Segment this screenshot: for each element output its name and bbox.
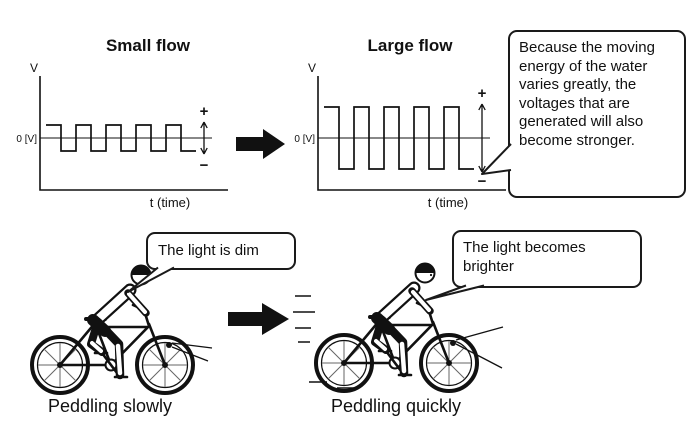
dim-light-beam <box>171 342 213 362</box>
small-minus-sign: − <box>200 157 209 174</box>
large-zero-label: 0 [V] <box>294 134 315 145</box>
speed-transition-arrow <box>228 303 289 335</box>
dim-light-bubble: The light is dim <box>146 232 296 270</box>
small-zero-label: 0 [V] <box>16 134 37 145</box>
small-chart-axes <box>39 76 228 191</box>
small-flow-title: Small flow <box>105 36 191 55</box>
large-v-axis-label: V <box>308 61 316 75</box>
dim-light-bubble-tail <box>127 266 175 293</box>
bright-light-bubble-tail <box>425 284 485 301</box>
voltage-callout-text: Because the moving energy of the water v… <box>519 39 655 149</box>
voltage-callout-tail <box>481 143 512 175</box>
large-flow-chart: V 0 [V] + − t (time) <box>294 61 506 210</box>
large-time-axis-label: t (time) <box>428 195 468 210</box>
bright-light-beam <box>455 326 504 369</box>
small-v-axis-label: V <box>30 61 38 75</box>
dim-light-bubble-text: The light is dim <box>158 241 259 259</box>
small-time-axis-label: t (time) <box>150 195 190 210</box>
large-minus-sign: − <box>478 173 487 190</box>
small-amplitude-arrow <box>200 121 208 155</box>
small-voltage-wave <box>46 124 196 152</box>
ground-motion-marks <box>309 381 355 389</box>
slow-cyclist <box>25 248 213 398</box>
bright-light-bubble-text: The light becomes brighter <box>463 239 586 275</box>
bright-light-bubble: The light becomes brighter <box>452 230 642 288</box>
fast-caption: Peddling quickly <box>330 396 462 416</box>
large-plus-sign: + <box>478 85 487 102</box>
large-flow-title: Large flow <box>367 36 453 55</box>
large-voltage-wave <box>324 106 474 170</box>
small-plus-sign: + <box>200 103 209 120</box>
motion-lines <box>293 295 315 343</box>
slow-caption: Peddling slowly <box>47 396 173 416</box>
large-amplitude-arrow <box>478 103 486 173</box>
large-chart-axes <box>317 76 506 191</box>
flow-transition-arrow <box>236 129 285 159</box>
small-flow-chart: V 0 [V] + − t (time) <box>16 61 228 210</box>
fast-cyclist <box>293 246 504 401</box>
voltage-callout-bubble: Because the moving energy of the water v… <box>508 30 686 198</box>
